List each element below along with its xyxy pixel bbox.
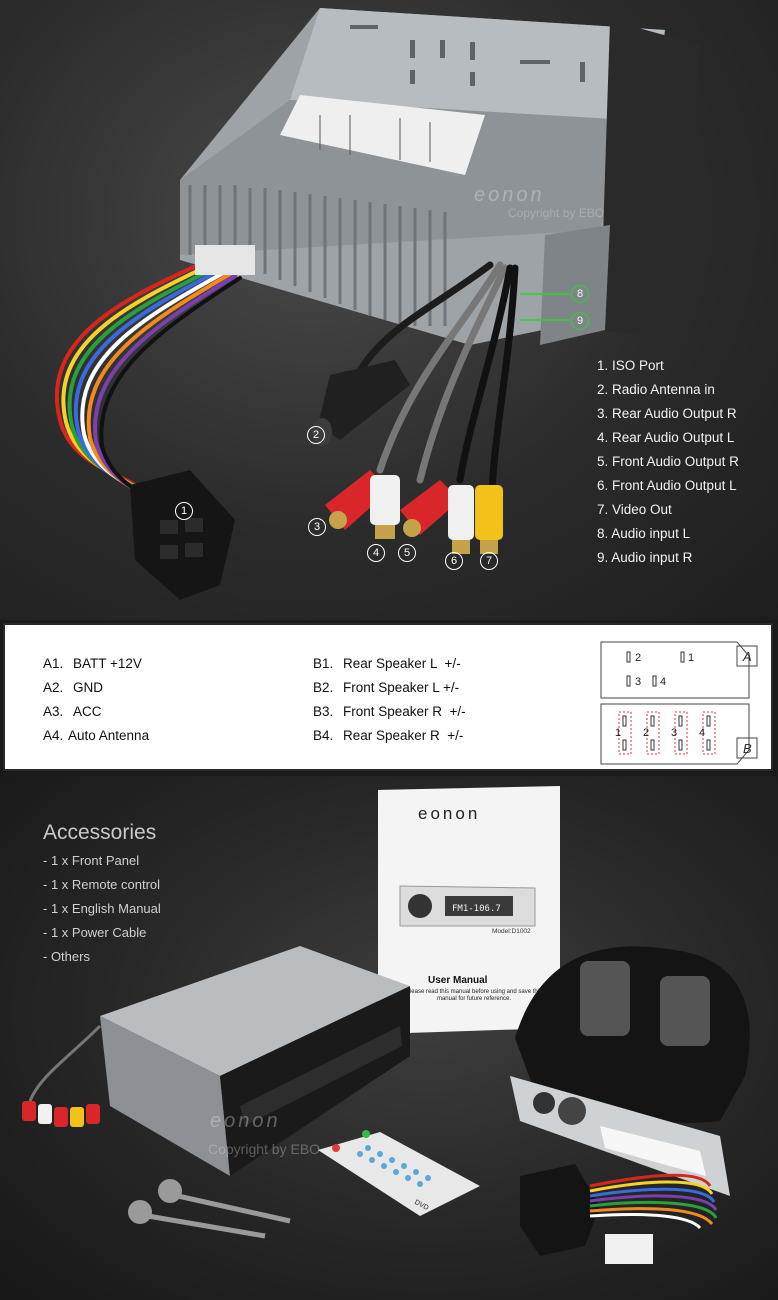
accessories-list: - 1 x Front Panel - 1 x Remote control -… (43, 849, 161, 969)
callout-1: 1 (175, 502, 193, 520)
watermark-text: Copyright by EBO (508, 206, 605, 220)
manual-note: Please read this manual before using and… (405, 989, 543, 1002)
callout-5: 5 (398, 544, 416, 562)
pin-list-a: A1.BATT +12V A2.GND A3.ACC A4.Auto Anten… (43, 652, 149, 748)
block-a-label: A (742, 649, 752, 664)
manual-title: User Manual (428, 975, 488, 986)
callout-4: 4 (367, 544, 385, 562)
rear-view-photo: eonon Copyright by EBO 1 2 3 4 5 6 7 8 9… (0, 0, 778, 620)
watermark-logo: eonon (210, 1110, 281, 1132)
legend-item: 6. Front Audio Output L (597, 478, 737, 493)
callout-7: 7 (480, 552, 498, 570)
accessory-item: - 1 x Remote control (43, 877, 161, 892)
b-pin-label: 4 (699, 727, 705, 739)
a-pin-label: 1 (688, 652, 694, 664)
port-legend: 1. ISO Port 2. Radio Antenna in 3. Rear … (597, 354, 739, 570)
rear-view-illustration (54, 8, 700, 600)
accessory-item: - 1 x Front Panel (43, 853, 140, 868)
pin-list-b: B1.Rear Speaker L +/- B2.Front Speaker L… (313, 652, 466, 748)
pin-a1: A1.BATT +12V (43, 656, 142, 671)
legend-item: 8. Audio input L (597, 526, 691, 541)
a-pin-label: 2 (635, 652, 641, 664)
callout-3: 3 (308, 518, 326, 536)
manual-model: Model:D1002 (492, 928, 531, 935)
legend-item: 1. ISO Port (597, 358, 664, 373)
callout-8: 8 (571, 285, 589, 303)
accessories-photo: eonon FM1-106.7 Model:D1002 User Manual … (0, 776, 778, 1300)
iso-connector-diagram: A B 2 1 3 4 1 2 3 4 (600, 641, 758, 765)
pin-a2: A2.GND (43, 680, 103, 695)
pin-a3: A3.ACC (43, 704, 102, 719)
b-pin-label: 1 (615, 727, 621, 739)
pinout-box: A1.BATT +12V A2.GND A3.ACC A4.Auto Anten… (3, 623, 773, 771)
watermark-text: Copyright by EBO (208, 1141, 321, 1157)
iso-pinout-panel: A1.BATT +12V A2.GND A3.ACC A4.Auto Anten… (0, 620, 778, 776)
legend-item: 3. Rear Audio Output R (597, 406, 737, 421)
pin-b3: B3.Front Speaker R +/- (313, 704, 466, 719)
callout-6: 6 (445, 552, 463, 570)
accessories-title: Accessories (43, 821, 157, 844)
accessory-item: - 1 x English Manual (43, 901, 161, 916)
pin-b2: B2.Front Speaker L +/- (313, 680, 460, 695)
block-b-label: B (743, 741, 752, 756)
accessories-illustration (22, 786, 750, 1264)
b-pin-label: 3 (671, 727, 677, 739)
pin-a4: A4.Auto Antenna (43, 728, 150, 743)
legend-item: 2. Radio Antenna in (597, 382, 715, 397)
a-pin-label: 3 (635, 676, 641, 688)
legend-item: 7. Video Out (597, 502, 672, 517)
a-pin-label: 4 (660, 676, 666, 688)
watermark-logo: eonon (474, 184, 545, 206)
legend-item: 9. Audio input R (597, 550, 693, 565)
pin-b1: B1.Rear Speaker L +/- (313, 656, 461, 671)
b-pin-label: 2 (643, 727, 649, 739)
pin-b4: B4.Rear Speaker R +/- (313, 728, 464, 743)
callout-2: 2 (307, 426, 325, 444)
manual-lcd-text: FM1-106.7 (452, 904, 501, 914)
legend-item: 4. Rear Audio Output L (597, 430, 735, 445)
callout-9: 9 (571, 312, 589, 330)
accessory-item: - Others (43, 949, 90, 964)
accessory-item: - 1 x Power Cable (43, 925, 147, 940)
legend-item: 5. Front Audio Output R (597, 454, 739, 469)
manual-logo: eonon (418, 804, 481, 823)
